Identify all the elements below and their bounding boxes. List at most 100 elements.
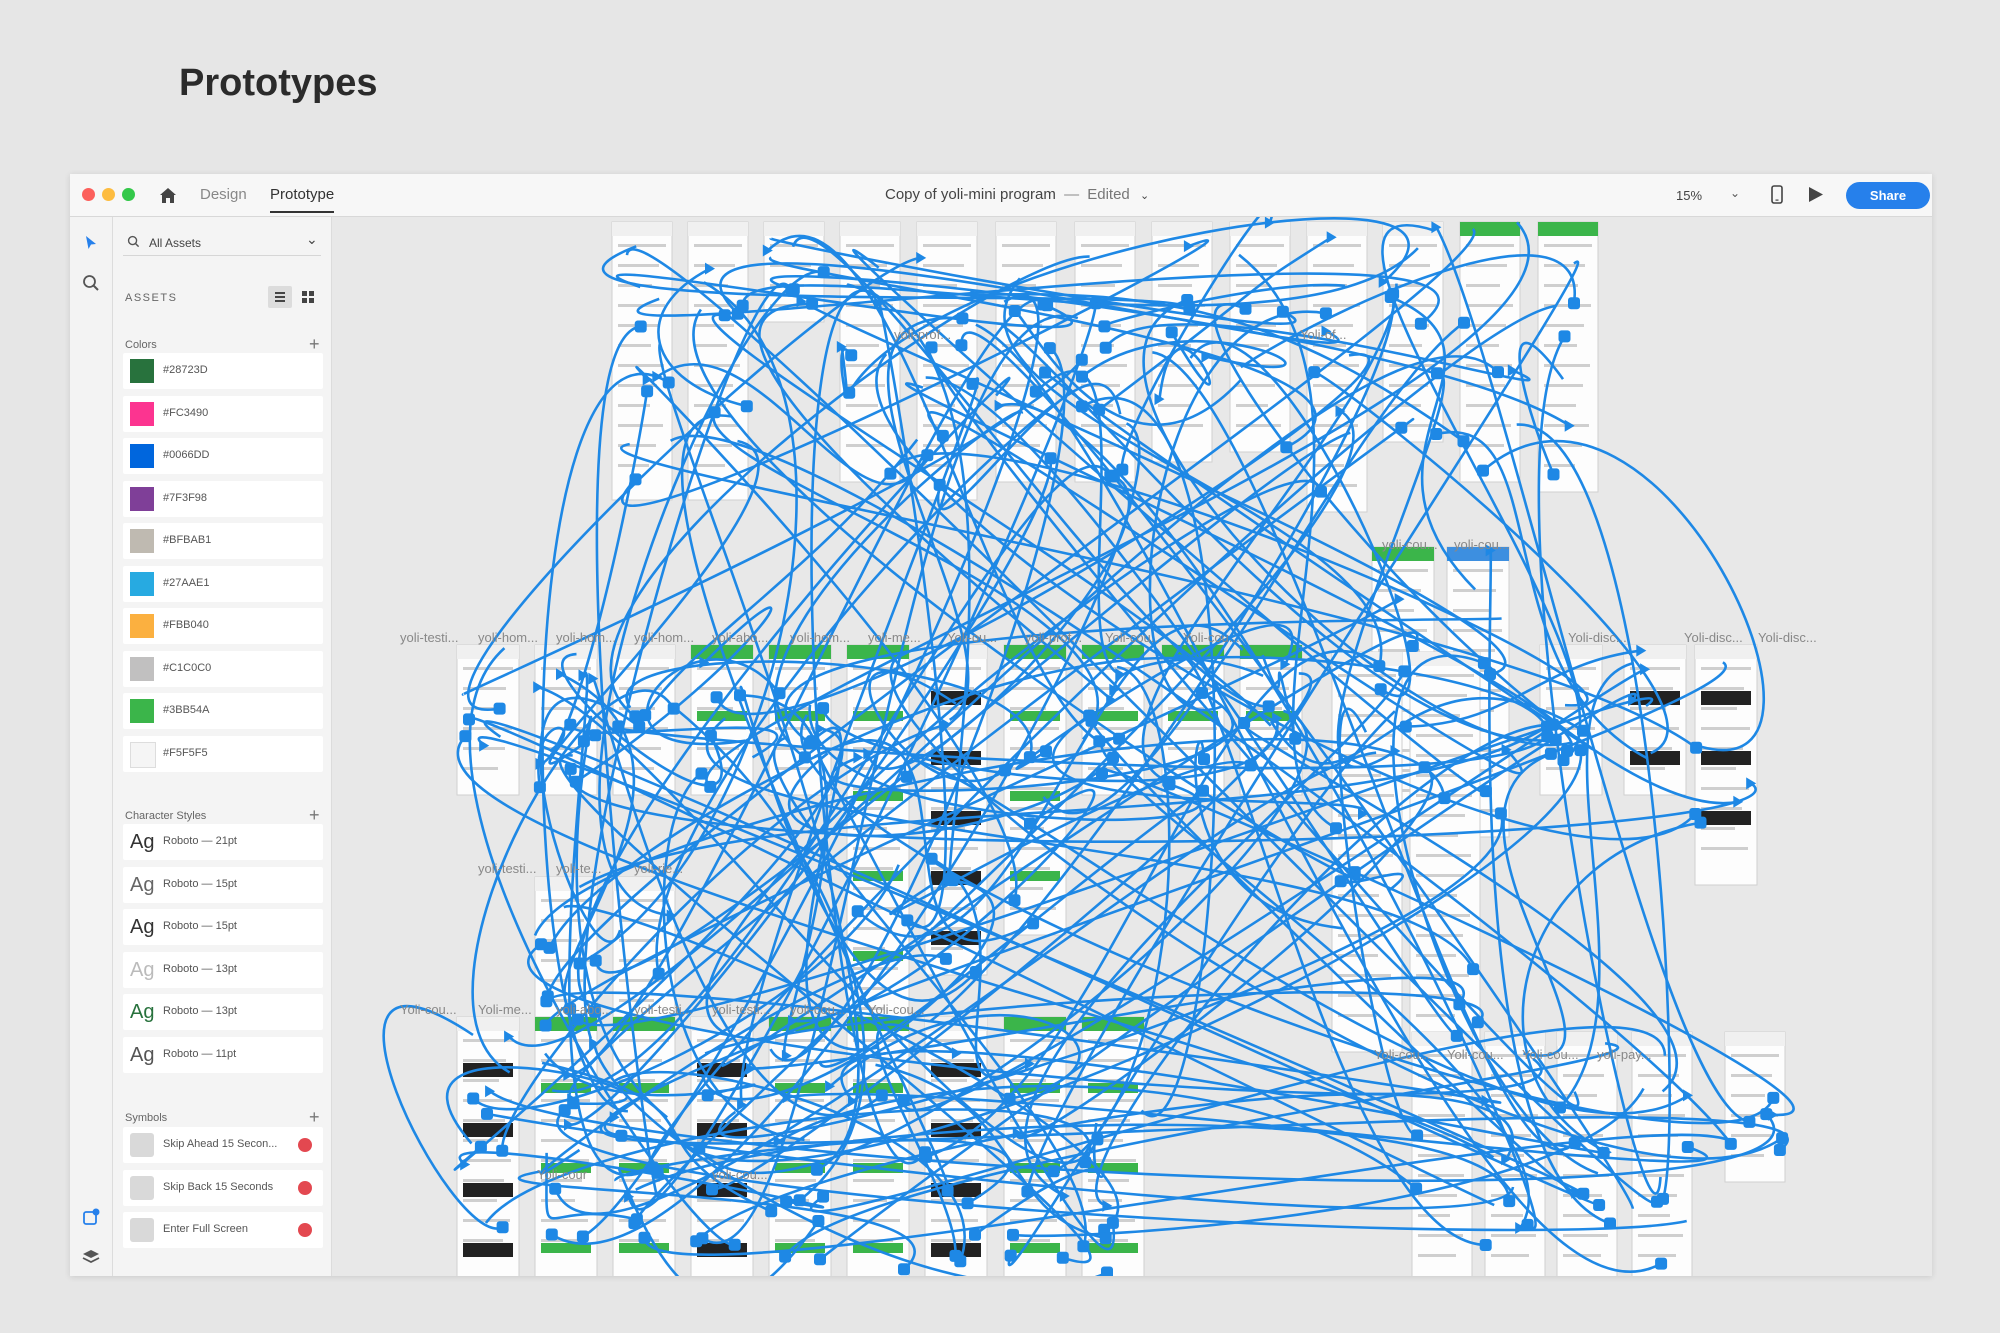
wire-handle[interactable] bbox=[1458, 316, 1470, 329]
prototype-wire[interactable] bbox=[625, 248, 1659, 1205]
wire-handle[interactable] bbox=[1414, 317, 1427, 330]
add-symbol-button[interactable]: + bbox=[309, 1107, 320, 1127]
prototype-wire[interactable] bbox=[840, 346, 853, 397]
artboard-label[interactable]: Yoli-cou... bbox=[1374, 1047, 1431, 1062]
artboard-label[interactable]: yoli-cou... bbox=[790, 1002, 846, 1017]
wire-handle[interactable] bbox=[728, 1238, 741, 1251]
close-window-button[interactable] bbox=[82, 188, 95, 201]
prototype-wire[interactable] bbox=[718, 813, 1504, 1139]
color-swatch-row[interactable]: #FC3490 bbox=[123, 395, 323, 432]
symbol-row[interactable]: Skip Back 15 Seconds bbox=[123, 1169, 323, 1206]
wire-handle[interactable] bbox=[810, 1163, 823, 1176]
prototype-wire[interactable] bbox=[592, 677, 883, 1117]
wire-handle[interactable] bbox=[1604, 1217, 1616, 1230]
wire-handle[interactable] bbox=[1557, 754, 1570, 767]
prototype-wire[interactable] bbox=[578, 281, 798, 965]
home-icon[interactable] bbox=[158, 185, 178, 205]
prototype-wire[interactable] bbox=[644, 438, 919, 716]
wire-handle[interactable] bbox=[1547, 468, 1560, 481]
prototype-wire[interactable] bbox=[657, 267, 748, 408]
artboard-label[interactable]: yoli-cou... bbox=[1382, 537, 1438, 552]
wire-handle[interactable] bbox=[1568, 297, 1580, 310]
prototype-wire[interactable] bbox=[662, 772, 805, 1142]
prototype-wire[interactable] bbox=[773, 410, 1024, 759]
wire-handle[interactable] bbox=[1262, 700, 1275, 713]
prototype-wire[interactable] bbox=[1112, 655, 1549, 737]
prototype-wire[interactable] bbox=[621, 239, 1210, 508]
wire-handle[interactable] bbox=[564, 1002, 577, 1015]
wire-handle[interactable] bbox=[496, 1144, 509, 1157]
wire-handle[interactable] bbox=[1657, 1192, 1669, 1205]
artboard-label[interactable]: Yoli-ou... bbox=[947, 630, 998, 645]
wire-handle[interactable] bbox=[1056, 1251, 1069, 1264]
prototype-wire[interactable] bbox=[739, 685, 977, 1002]
prototype-wire[interactable] bbox=[809, 1025, 1667, 1213]
wire-handle[interactable] bbox=[467, 1092, 480, 1105]
wire-handle[interactable] bbox=[845, 349, 858, 362]
prototype-wire[interactable] bbox=[705, 717, 1475, 970]
wire-handle[interactable] bbox=[1289, 732, 1302, 745]
zoom-chevron-icon[interactable]: ⌄ bbox=[1730, 186, 1741, 200]
prototype-wire[interactable] bbox=[1013, 309, 1243, 426]
linked-symbol-icon[interactable] bbox=[298, 1180, 312, 1195]
wire-handle[interactable] bbox=[695, 767, 708, 780]
wire-handle[interactable] bbox=[493, 702, 506, 715]
artboard-label[interactable]: Yoli-disc... bbox=[1684, 630, 1743, 645]
prototype-wire[interactable] bbox=[471, 689, 675, 1074]
prototype-wire[interactable] bbox=[1189, 341, 1412, 698]
prototype-wire[interactable] bbox=[546, 228, 1476, 997]
artboard-label[interactable]: yoli-me... bbox=[868, 630, 921, 645]
prototype-wire[interactable] bbox=[583, 282, 793, 1040]
wire-handle[interactable] bbox=[567, 1097, 580, 1110]
wire-handle[interactable] bbox=[543, 941, 556, 954]
artboard-label[interactable]: yoli-prof... bbox=[894, 327, 952, 342]
prototype-wire[interactable] bbox=[1381, 224, 1582, 762]
prototype-wire[interactable] bbox=[656, 362, 929, 486]
artboard-thumbnail[interactable] bbox=[1694, 644, 1758, 886]
prototype-wire[interactable] bbox=[848, 217, 1410, 394]
prototype-wire[interactable] bbox=[576, 697, 1653, 1027]
prototype-wire[interactable] bbox=[739, 694, 829, 1058]
artboard-label[interactable]: yoli-hom... bbox=[790, 630, 850, 645]
wire-handle[interactable] bbox=[1165, 326, 1178, 339]
prototype-wire[interactable] bbox=[705, 479, 1323, 1037]
wire-handle[interactable] bbox=[1101, 1266, 1113, 1277]
wire-handle[interactable] bbox=[1558, 330, 1571, 343]
play-icon[interactable] bbox=[1808, 186, 1824, 203]
prototype-wire[interactable] bbox=[540, 954, 947, 1175]
wire-handle[interactable] bbox=[1690, 741, 1703, 754]
prototype-wire[interactable] bbox=[467, 716, 1495, 1207]
prototype-wire[interactable] bbox=[800, 300, 1507, 676]
prototype-wire[interactable] bbox=[489, 1090, 1776, 1183]
prototype-wire[interactable] bbox=[813, 739, 1034, 943]
artboard-label[interactable]: yoli-testi... bbox=[400, 630, 459, 645]
prototype-wire[interactable] bbox=[483, 720, 1600, 1207]
wire-handle[interactable] bbox=[1689, 808, 1702, 820]
tab-prototype[interactable]: Prototype bbox=[270, 186, 335, 213]
wire-handle[interactable] bbox=[1040, 745, 1052, 758]
prototype-wire[interactable] bbox=[886, 316, 970, 722]
prototype-wire[interactable] bbox=[568, 671, 654, 1177]
prototype-canvas[interactable]: yoli-prof...Yoli-of...yoli-cou...yoli-co… bbox=[332, 217, 1932, 1276]
wire-handle[interactable] bbox=[1467, 963, 1480, 976]
wire-handle[interactable] bbox=[1107, 751, 1119, 764]
wire-handle[interactable] bbox=[949, 1249, 962, 1262]
wire-handle[interactable] bbox=[1477, 464, 1489, 477]
artboard-label[interactable]: yoli-hom... bbox=[556, 630, 616, 645]
color-swatch-row[interactable]: #28723D bbox=[123, 353, 323, 389]
prototype-wire[interactable] bbox=[655, 403, 1055, 974]
prototype-wire[interactable] bbox=[936, 382, 1122, 511]
wire-handle[interactable] bbox=[1093, 403, 1106, 416]
wire-handle[interactable] bbox=[701, 1089, 714, 1102]
wire-handle[interactable] bbox=[875, 1089, 888, 1102]
wire-handle[interactable] bbox=[806, 297, 819, 310]
artboard-label[interactable]: Yoli-cou... bbox=[1447, 1047, 1504, 1062]
wire-handle[interactable] bbox=[740, 400, 753, 413]
wire-handle[interactable] bbox=[1007, 1228, 1019, 1241]
prototype-wire[interactable] bbox=[1098, 236, 1333, 411]
wire-handle[interactable] bbox=[1198, 753, 1210, 766]
wire-handle[interactable] bbox=[765, 1205, 778, 1218]
share-button[interactable]: Share bbox=[1846, 182, 1930, 209]
wire-handle[interactable] bbox=[1395, 421, 1408, 434]
